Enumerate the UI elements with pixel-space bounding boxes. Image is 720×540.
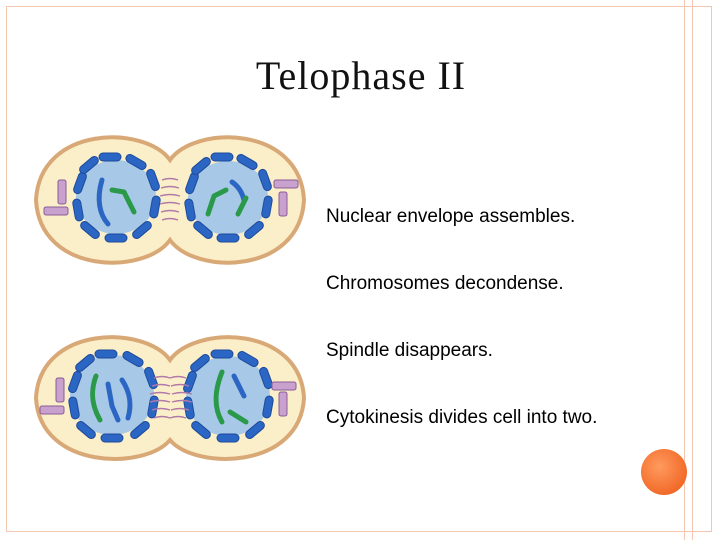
chromosome (227, 409, 249, 425)
midbody-fibers (149, 375, 193, 419)
chromosome (96, 177, 111, 227)
bullet-list: Nuclear envelope assembles. Chromosomes … (326, 206, 597, 474)
nucleus (71, 152, 162, 243)
nucleus (66, 349, 160, 443)
accent-dot (641, 449, 687, 495)
centriole (273, 179, 299, 189)
chromosome (90, 373, 103, 423)
centriole (278, 191, 288, 217)
centriole (39, 405, 65, 415)
bullet-item: Spindle disappears. (326, 340, 493, 361)
border-rail (684, 0, 685, 540)
cell-pair-bottom (33, 335, 307, 461)
midbody-fibers (159, 177, 181, 221)
cell-pair-top (33, 135, 307, 265)
chromosome (231, 373, 247, 399)
centriole (278, 391, 288, 417)
centriole (55, 377, 65, 403)
bullet-item: Chromosomes decondense. (326, 273, 564, 294)
border-rail (692, 0, 693, 540)
bullet-item: Cytokinesis divides cell into two. (326, 407, 598, 428)
centriole (271, 381, 297, 391)
chromosome (109, 187, 137, 215)
centriole (57, 179, 67, 205)
chromosome (213, 369, 225, 425)
nucleus (183, 152, 274, 243)
slide-frame (6, 6, 712, 532)
chromosome (205, 187, 229, 217)
chromosome (119, 377, 133, 421)
slide-title: Telophase II (255, 53, 467, 98)
chromosome (235, 195, 249, 217)
bullet-item: Nuclear envelope assembles. (326, 206, 576, 227)
nucleus (181, 349, 275, 443)
centriole (43, 206, 69, 216)
chromosome (105, 381, 121, 423)
